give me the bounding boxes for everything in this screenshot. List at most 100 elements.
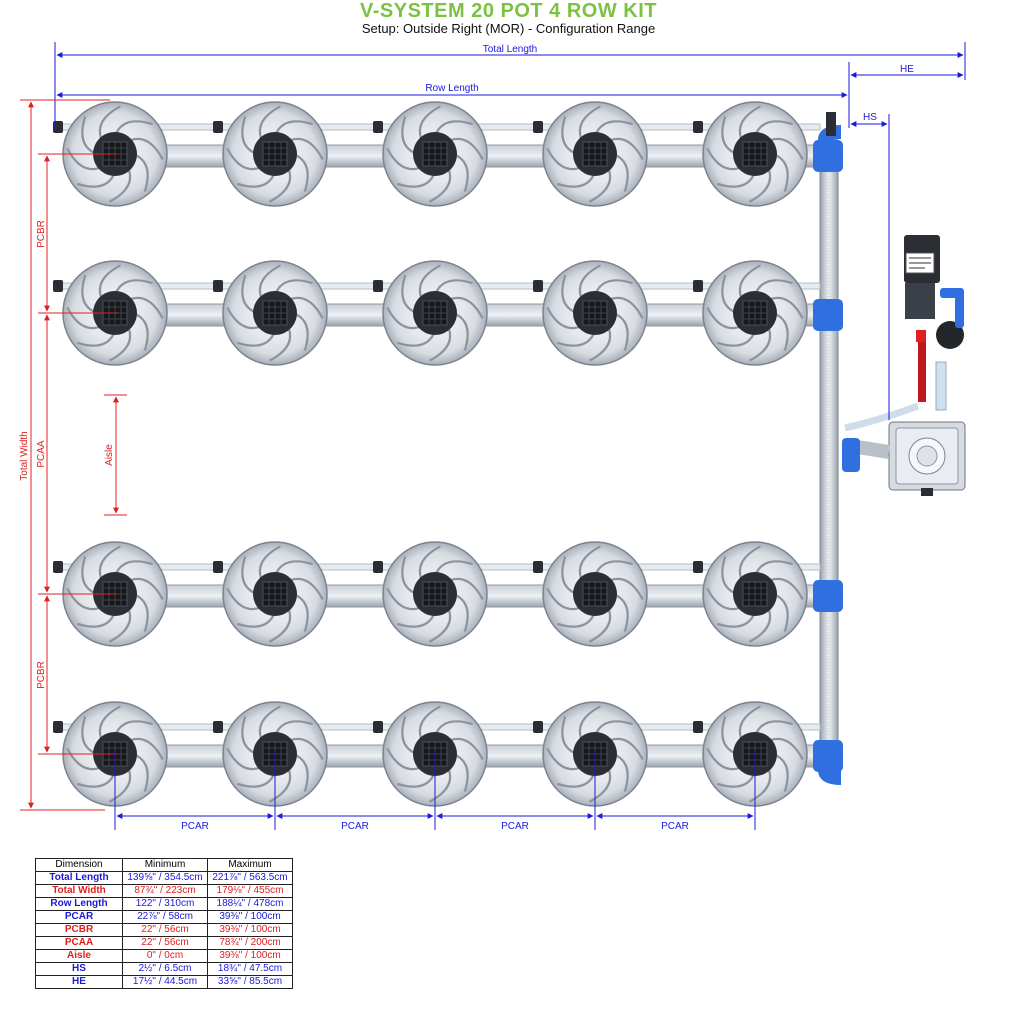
tube-connector (373, 561, 383, 573)
row-length-label: Row Length (425, 83, 478, 94)
tube-connector (213, 721, 223, 733)
tube-connector (533, 561, 543, 573)
minimum-cell: 22" / 56cm (122, 936, 208, 950)
dimension-name-cell: HS (35, 962, 123, 976)
row-length-dimension: Row Length (56, 83, 848, 98)
pcbr-top-label: PCBR (36, 220, 47, 248)
aisle-dimension: Aisle (104, 394, 127, 516)
minimum-cell: 2½" / 6.5cm (122, 962, 208, 976)
flower-pot-icon (222, 101, 328, 207)
dimension-name-cell: Aisle (35, 949, 123, 963)
elbow-fitting (818, 768, 842, 785)
tube-connector (373, 121, 383, 133)
hose-to-tank (842, 402, 920, 472)
valve-icon (826, 112, 836, 136)
maximum-cell: 33⅝" / 85.5cm (207, 975, 293, 989)
tube-connector (213, 280, 223, 292)
layout-diagram: Total Length HE Row Length HS Total Widt… (19, 42, 966, 832)
reservoir-tank-icon (888, 421, 966, 496)
he-dimension: HE (848, 62, 964, 128)
maximum-cell: 179⅛" / 455cm (207, 884, 293, 898)
total-width-label: Total Width (19, 431, 30, 480)
flower-pot-icon (542, 260, 648, 366)
tube-connector (693, 121, 703, 133)
pcaa-label: PCAA (36, 440, 47, 468)
tube-connector (533, 121, 543, 133)
flower-pot-icon (222, 260, 328, 366)
minimum-cell: 87¾" / 223cm (122, 884, 208, 898)
tube-connector (53, 280, 63, 292)
dimension-name-cell: Row Length (35, 897, 123, 911)
table-header-minimum: Minimum (122, 858, 208, 872)
hs-label: HS (863, 112, 877, 123)
flower-pot-icon (382, 541, 488, 647)
tube-connector (533, 721, 543, 733)
tube-connector (213, 561, 223, 573)
maximum-cell: 78¾" / 200cm (207, 936, 293, 950)
total-length-dimension: Total Length (54, 42, 966, 130)
table-header-maximum: Maximum (207, 858, 293, 872)
blue-fitting (813, 740, 843, 772)
hs-dimension: HS (850, 112, 890, 420)
table-header-row: Dimension Minimum Maximum (35, 858, 293, 872)
dimension-name-cell: PCBR (35, 923, 123, 937)
total-length-label: Total Length (483, 44, 538, 55)
minimum-cell: 22" / 56cm (122, 923, 208, 937)
he-label: HE (900, 64, 914, 75)
tube-connector (693, 721, 703, 733)
blue-fitting (813, 140, 843, 172)
dimension-name-cell: Total Length (35, 871, 123, 885)
maximum-cell: 188¼" / 478cm (207, 897, 293, 911)
diagram-title: V-SYSTEM 20 POT 4 ROW KIT (360, 0, 657, 22)
tube-connector (53, 721, 63, 733)
maximum-cell: 39⅜" / 100cm (207, 949, 293, 963)
pcar-label-1: PCAR (181, 821, 209, 832)
maximum-cell: 39⅜" / 100cm (207, 923, 293, 937)
flower-pot-icon (542, 541, 648, 647)
pcar-label-3: PCAR (501, 821, 529, 832)
pot-center-markers (38, 153, 118, 755)
aisle-label: Aisle (104, 444, 115, 466)
maximum-cell: 39⅜" / 100cm (207, 910, 293, 924)
pcar-label-4: PCAR (661, 821, 689, 832)
minimum-cell: 139⅝" / 354.5cm (122, 871, 208, 885)
minimum-cell: 122" / 310cm (122, 897, 208, 911)
pump-icon (916, 288, 964, 411)
dimension-name-cell: HE (35, 975, 123, 989)
tube-connector (533, 280, 543, 292)
flower-pot-icon (382, 260, 488, 366)
flower-pot-icon (382, 701, 488, 807)
brain-controller-icon (904, 235, 940, 319)
flower-pot-icon (222, 541, 328, 647)
diagram-subtitle: Setup: Outside Right (MOR) - Configurati… (361, 21, 656, 36)
minimum-cell: 17½" / 44.5cm (122, 975, 208, 989)
flower-pot-icon (542, 101, 648, 207)
tube-connector (213, 121, 223, 133)
blue-fitting (813, 299, 843, 331)
pot-grid (62, 101, 808, 807)
total-width-dimension: Total Width (19, 99, 110, 811)
flower-pot-icon (702, 260, 808, 366)
tube-connector (373, 280, 383, 292)
blue-fitting (813, 580, 843, 612)
dimension-name-cell: PCAA (35, 936, 123, 950)
minimum-cell: 22⅞" / 58cm (122, 910, 208, 924)
table-header-dimension: Dimension (35, 858, 123, 872)
tube-connector (373, 721, 383, 733)
dimension-name-cell: Total Width (35, 884, 123, 898)
flower-pot-icon (702, 101, 808, 207)
tube-connector (693, 561, 703, 573)
flower-pot-icon (382, 101, 488, 207)
maximum-cell: 18¾" / 47.5cm (207, 962, 293, 976)
tube-connector (693, 280, 703, 292)
